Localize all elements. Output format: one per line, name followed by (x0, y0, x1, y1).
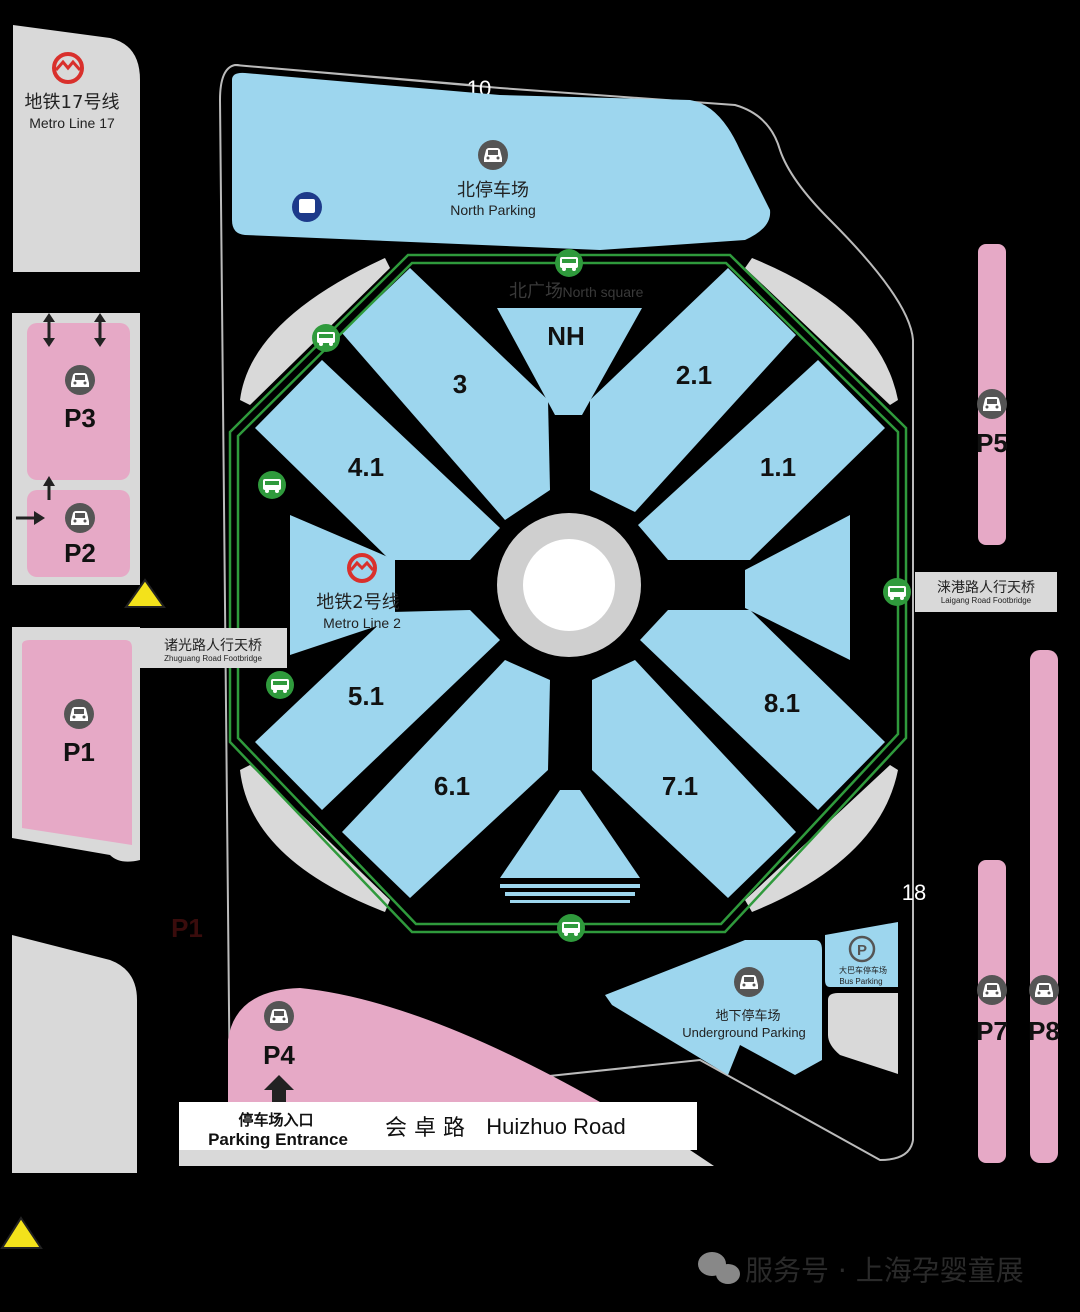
south-fan (500, 790, 640, 903)
construction-icon (124, 578, 166, 608)
site-outline (218, 63, 914, 1162)
shuttle-route-inner (236, 261, 900, 926)
parking-p8[interactable] (1030, 650, 1058, 1163)
bus-parking-en: Bus Parking (839, 977, 882, 986)
zhuguang-en: Zhuguang Road Footbridge (164, 654, 262, 663)
bus-icon (292, 192, 322, 222)
car-icon (734, 967, 764, 997)
bus-parking[interactable] (825, 922, 898, 987)
shuttle-stop-icon[interactable] (266, 671, 294, 699)
hall-label: 5.1 (348, 681, 384, 711)
east-wing (745, 515, 850, 660)
shuttle-stop-icon[interactable] (557, 914, 585, 942)
laigang-footbridge: 涞港路人行天桥 Laigang Road Footbridge (915, 572, 1057, 612)
laigang-cn: 涞港路人行天桥 (937, 580, 1035, 596)
p5-label: P5 (976, 428, 1008, 458)
car-icon (64, 699, 94, 729)
p2-label: P2 (64, 538, 96, 568)
hall-label: 7.1 (662, 771, 698, 801)
huizhuo-road-banner (179, 1102, 697, 1150)
metro17-cn: 地铁17号线 (25, 92, 120, 113)
underground-cn: 地下停车场 (715, 1008, 780, 1024)
car-icon (977, 975, 1007, 1005)
p1-label: P1 (63, 737, 95, 767)
p8-label: P8 (1028, 1016, 1060, 1046)
hall-6-1[interactable] (342, 660, 550, 898)
north-parking-en: North Parking (450, 202, 536, 218)
wechat-icon (698, 1252, 740, 1284)
shuttle-stop-icon[interactable] (312, 324, 340, 352)
parking-p7[interactable] (978, 860, 1006, 1163)
p1-ghost-label: P1 (171, 913, 203, 943)
metro17-block (13, 25, 140, 272)
parking-p3[interactable] (27, 323, 130, 480)
car-icon (264, 1001, 294, 1031)
north-parking-cn: 北停车场 (457, 180, 529, 201)
arrow-up-icon (264, 1075, 294, 1102)
parking-entrance-en: Parking Entrance (208, 1130, 348, 1149)
car-icon (65, 365, 95, 395)
shuttle-stop-icon[interactable] (555, 249, 583, 277)
zhuguang-cn: 诸光路人行天桥 (164, 638, 262, 654)
hall-3[interactable] (342, 268, 550, 520)
hall-label: 6.1 (434, 771, 470, 801)
metro17-logo (52, 52, 84, 84)
central-plaza-inner (523, 539, 615, 631)
metro2-logo (347, 553, 377, 583)
p7-label: P7 (976, 1016, 1008, 1046)
parking-p1[interactable] (22, 640, 132, 845)
hall-label: NH (547, 321, 585, 351)
hall-1-1[interactable] (638, 360, 885, 560)
car-icon (977, 389, 1007, 419)
parking-entrance-cn: 停车场入口 (238, 1111, 313, 1129)
underground-en: Underground Parking (682, 1025, 806, 1040)
hall-7-1[interactable] (592, 660, 796, 898)
zhuguang-footbridge: 诸光路人行天桥 Zhuguang Road Footbridge (139, 628, 287, 668)
bus-parking-icon-label: P (857, 942, 867, 959)
metro17-en: Metro Line 17 (29, 115, 115, 131)
hall-label: 2.1 (676, 360, 712, 390)
hall-label: 4.1 (348, 452, 384, 482)
road-number-18: 18 (902, 880, 926, 905)
road-strip (179, 1150, 714, 1166)
north-square-cn: 北广场 (509, 281, 563, 302)
shuttle-route (228, 253, 908, 934)
p4-label: P4 (263, 1040, 295, 1070)
car-icon (65, 503, 95, 533)
bus-parking-cn: 大巴车停车场 (839, 965, 887, 975)
shuttle-stop-icon[interactable] (258, 471, 286, 499)
parking-p4[interactable] (228, 988, 600, 1105)
north-square-en: North square (563, 284, 644, 300)
hall-label: 3 (453, 369, 467, 399)
car-icon (1029, 975, 1059, 1005)
south-west-block (12, 935, 137, 1173)
metro2-cn: 地铁2号线 (316, 592, 399, 613)
huizhuo-road-en: Huizhuo Road (486, 1114, 625, 1139)
huizhuo-road-cn: 会 卓 路 (385, 1116, 465, 1141)
parking-p2[interactable] (27, 490, 130, 577)
hall-label: 1.1 (760, 452, 796, 482)
parking-p-icon (848, 935, 876, 963)
construction-icon (0, 1216, 43, 1249)
hall-8-1[interactable] (640, 610, 885, 810)
car-icon (478, 140, 508, 170)
gray-lot (828, 993, 898, 1074)
hall-label: 8.1 (764, 688, 800, 718)
shuttle-stop-icon[interactable] (883, 578, 911, 606)
laigang-en: Laigang Road Footbridge (941, 596, 1032, 605)
underground-parking[interactable] (605, 940, 822, 1075)
hall-2-1[interactable] (590, 268, 796, 512)
hall-5-1[interactable] (255, 610, 500, 810)
metro2-en: Metro Line 2 (323, 615, 401, 631)
hall-nh[interactable] (497, 308, 642, 415)
watermark: 服务号 · 上海孕婴童展 (745, 1254, 1024, 1287)
metro2-area (290, 515, 395, 655)
hall-4-1[interactable] (255, 360, 500, 560)
p3-label: P3 (64, 403, 96, 433)
